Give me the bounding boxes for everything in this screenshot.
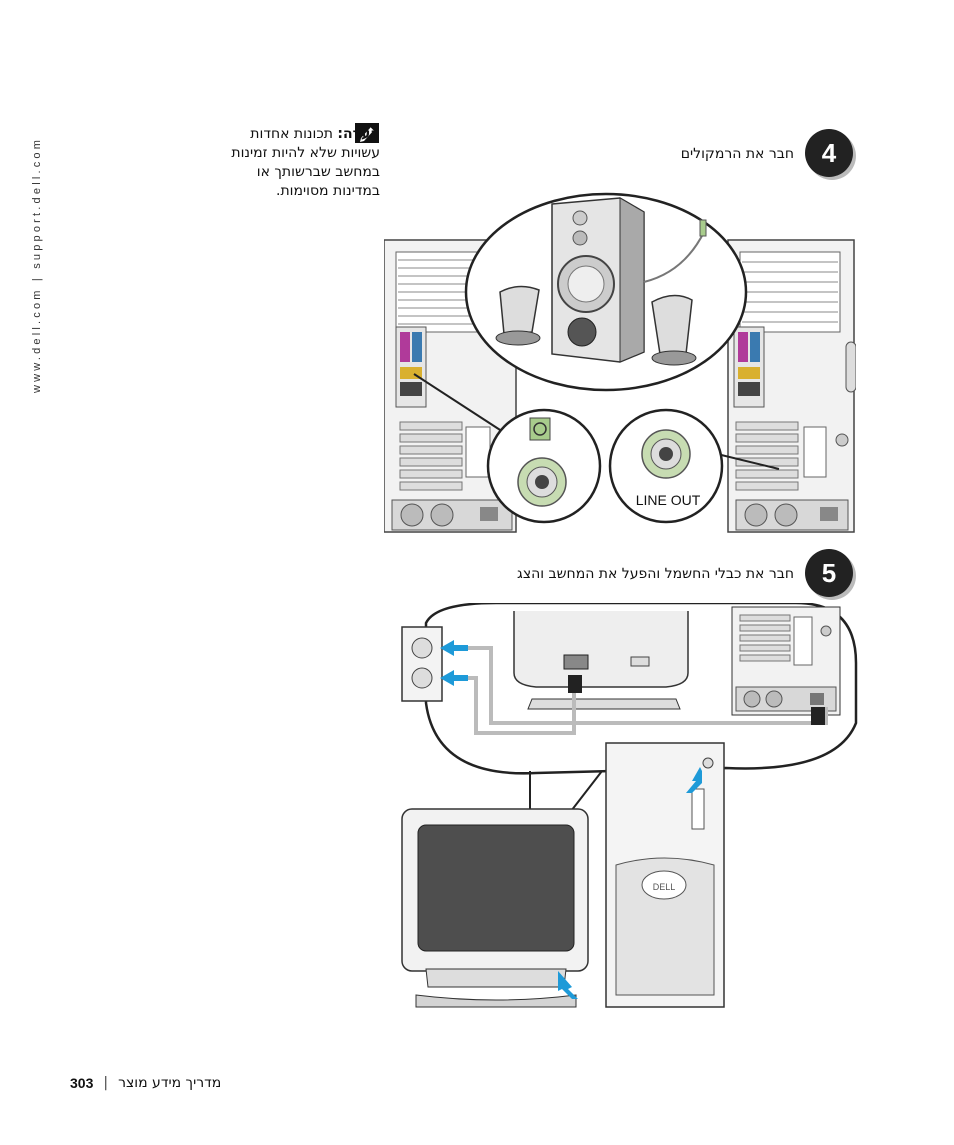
step-4-text: חבר את הרמקולים — [680, 146, 794, 162]
note-line: עשויות שלא להיות זמינות — [231, 145, 380, 161]
line-out-bubble: LINE OUT — [608, 408, 724, 524]
power-connection-illustration: DELL — [401, 603, 858, 1008]
step-4-number: 4 — [822, 138, 837, 168]
note-line: תכונות אחדות — [250, 126, 333, 142]
step-5-badge: 5 — [805, 549, 856, 600]
brand-logo: DELL — [653, 882, 676, 892]
note-label: הערה: — [337, 126, 380, 142]
note-line: במדינות מסוימות. — [276, 183, 380, 199]
note-line: במחשב שברשותך או — [256, 164, 380, 180]
page-number: 303 — [70, 1075, 94, 1091]
speaker-bubble — [464, 192, 748, 392]
note-pencil-icon — [355, 123, 379, 143]
sidebar-url: www.dell.com | support.dell.com — [31, 136, 43, 394]
computer-rear-mini — [731, 606, 841, 716]
computer-rear-right — [727, 239, 856, 533]
speaker-connection-illustration: LINE OUT — [384, 192, 856, 533]
blue-arrow-icon — [440, 640, 468, 686]
audio-port-bubble — [486, 408, 602, 524]
monitor-rear — [513, 611, 689, 710]
page-footer: 303 | מדריך מידע מוצר — [70, 1075, 221, 1091]
footer-separator: | — [103, 1075, 109, 1091]
step-5-number: 5 — [822, 558, 836, 588]
monitor-front — [401, 808, 589, 1008]
wall-outlet — [401, 626, 443, 702]
step-5-text: חבר את כבלי החשמל והפעל את המחשב והצג — [517, 566, 794, 582]
footer-title: מדריך מידע מוצר — [118, 1075, 222, 1091]
line-out-label: LINE OUT — [636, 492, 701, 508]
step-4-badge: 4 — [805, 129, 856, 180]
note-block: הערה: תכונות אחדות עשויות שלא להיות זמינ… — [150, 125, 380, 201]
computer-front: DELL — [605, 742, 725, 1008]
